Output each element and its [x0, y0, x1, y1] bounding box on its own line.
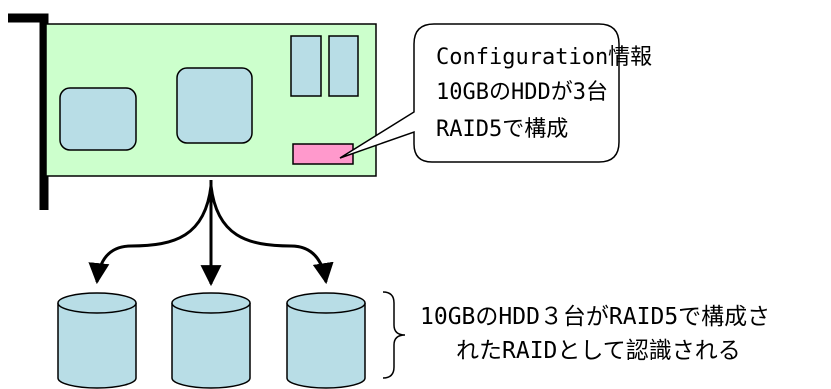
arrow-right [209, 185, 334, 285]
memory-chip-2 [328, 35, 359, 97]
callout-line-3: RAID5で構成 [436, 117, 568, 142]
callout-line-1: Configuration情報 [436, 45, 652, 70]
hdd-disk-2 [171, 292, 251, 389]
curly-brace [382, 291, 406, 379]
caption-line-1: 10GBのHDD３台がRAID5で構成さ [420, 304, 770, 330]
chip-large-center [176, 67, 253, 144]
arrow-left [88, 185, 213, 285]
hdd-disk-1 [57, 292, 137, 389]
card-bracket [8, 13, 49, 210]
memory-chip-1 [290, 35, 322, 97]
chip-large-left [59, 87, 137, 151]
hdd-disk-3 [286, 292, 366, 389]
caption-line-2: れたRAIDとして認識される [456, 338, 741, 364]
callout-balloon [339, 23, 620, 163]
callout-line-2: 10GBのHDDが3台 [436, 80, 608, 105]
configuration-chip [292, 143, 354, 165]
